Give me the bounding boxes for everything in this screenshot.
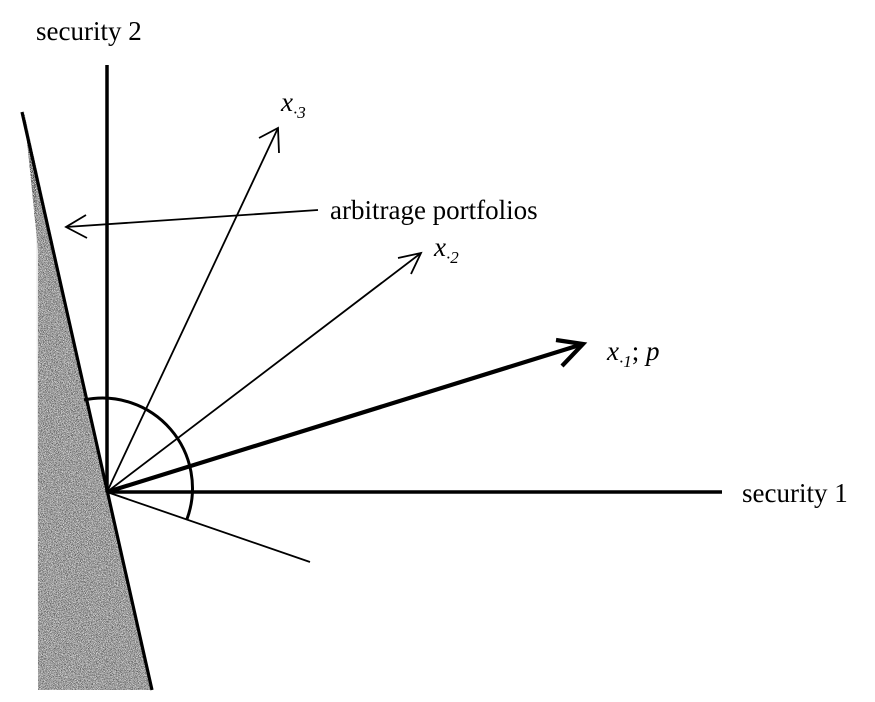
arbitrage-arrow — [64, 209, 319, 239]
x3-label: x·3 — [280, 87, 306, 122]
x3-label-subscript: ·3 — [293, 103, 306, 122]
normal-line — [106, 491, 311, 563]
security-1-label: security 1 — [742, 478, 848, 508]
x2-label-subscript: ·2 — [446, 248, 459, 267]
x2-label: x·2 — [433, 232, 459, 267]
vector-x3 — [106, 126, 280, 493]
x1-label-base: x — [606, 336, 619, 366]
p-label: p — [644, 336, 660, 366]
hyperplane-boundary-line — [20, 111, 154, 691]
vector-x1-p — [106, 337, 588, 495]
x1-label-subscript: ·1 — [619, 352, 632, 371]
x3-label-base: x — [280, 87, 293, 117]
x1-p-label: x·1; p — [606, 336, 660, 371]
x1-label-separator: ; — [632, 336, 646, 366]
arbitrage-portfolios-label: arbitrage portfolios — [330, 195, 538, 225]
security-2-label: security 2 — [36, 16, 142, 46]
x2-label-base: x — [433, 232, 446, 262]
angle-arc — [83, 396, 194, 520]
vector-x2 — [106, 251, 423, 493]
